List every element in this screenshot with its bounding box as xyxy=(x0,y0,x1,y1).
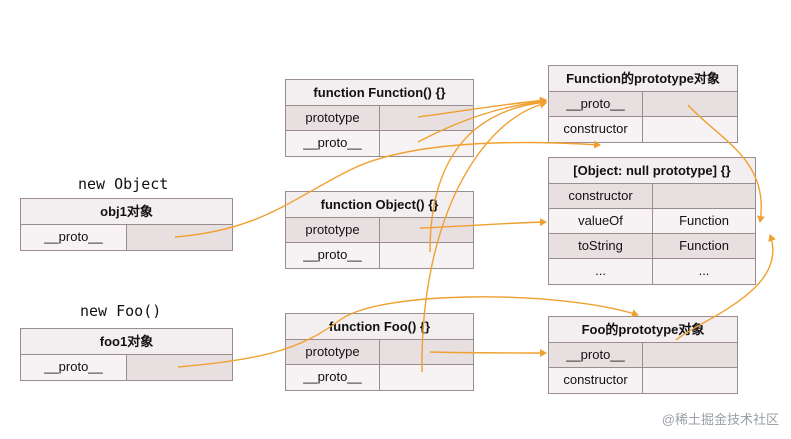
caption-new-object: new Object xyxy=(78,175,169,193)
function-foo-prototype-key: prototype xyxy=(286,340,380,364)
function-prototype-object-box: Function的prototype对象 __proto__ construct… xyxy=(548,65,738,143)
foo1-proto-value xyxy=(127,355,232,380)
foo-prototype-constructor-key: constructor xyxy=(549,368,643,393)
function-prototype-object-title: Function的prototype对象 xyxy=(549,66,737,92)
object-prototype-constructor-value xyxy=(653,184,755,208)
object-prototype-tostring-row: toString Function xyxy=(549,234,755,259)
function-object-proto-value xyxy=(380,243,473,268)
foo-prototype-proto-row: __proto__ xyxy=(549,343,737,368)
obj1-proto-key: __proto__ xyxy=(21,225,127,250)
obj1-object-title: obj1对象 xyxy=(21,199,232,225)
function-object-proto-key: __proto__ xyxy=(286,243,380,268)
function-function-proto-row: __proto__ xyxy=(286,131,473,156)
function-foo-prototype-value xyxy=(380,340,473,364)
object-prototype-valueof-row: valueOf Function xyxy=(549,209,755,234)
function-prototype-constructor-row: constructor xyxy=(549,117,737,142)
foo1-object-box: foo1对象 __proto__ xyxy=(20,328,233,381)
obj1-object-box: obj1对象 __proto__ xyxy=(20,198,233,251)
foo-prototype-constructor-row: constructor xyxy=(549,368,737,393)
function-object-proto-row: __proto__ xyxy=(286,243,473,268)
function-prototype-constructor-value xyxy=(643,117,737,142)
foo1-object-title: foo1对象 xyxy=(21,329,232,355)
object-prototype-tostring-key: toString xyxy=(549,234,653,258)
function-function-title: function Function() {} xyxy=(286,80,473,106)
watermark: @稀土掘金技术社区 xyxy=(661,412,779,427)
object-prototype-ellipsis-value: ... xyxy=(653,259,755,284)
object-prototype-constructor-key: constructor xyxy=(549,184,653,208)
object-prototype-valueof-value: Function xyxy=(653,209,755,233)
foo-prototype-object-title: Foo的prototype对象 xyxy=(549,317,737,343)
function-function-prototype-row: prototype xyxy=(286,106,473,131)
function-object-prototype-row: prototype xyxy=(286,218,473,243)
function-foo-box: function Foo() {} prototype __proto__ xyxy=(285,313,474,391)
function-foo-proto-row: __proto__ xyxy=(286,365,473,390)
function-prototype-proto-key: __proto__ xyxy=(549,92,643,116)
function-function-box: function Function() {} prototype __proto… xyxy=(285,79,474,157)
foo-prototype-proto-value xyxy=(643,343,737,367)
caption-new-foo: new Foo() xyxy=(80,302,162,320)
function-foo-prototype-row: prototype xyxy=(286,340,473,365)
function-object-prototype-key: prototype xyxy=(286,218,380,242)
function-object-prototype-value xyxy=(380,218,473,242)
obj1-proto-value xyxy=(127,225,232,250)
function-foo-proto-value xyxy=(380,365,473,390)
function-foo-proto-key: __proto__ xyxy=(286,365,380,390)
function-function-prototype-key: prototype xyxy=(286,106,380,130)
object-prototype-ellipsis-key: ... xyxy=(549,259,653,284)
function-function-prototype-value xyxy=(380,106,473,130)
foo-prototype-object-box: Foo的prototype对象 __proto__ constructor xyxy=(548,316,738,394)
function-object-title: function Object() {} xyxy=(286,192,473,218)
foo1-proto-row: __proto__ xyxy=(21,355,232,380)
foo-prototype-proto-key: __proto__ xyxy=(549,343,643,367)
object-prototype-constructor-row: constructor xyxy=(549,184,755,209)
obj1-proto-row: __proto__ xyxy=(21,225,232,250)
object-prototype-title: [Object: null prototype] {} xyxy=(549,158,755,184)
function-prototype-constructor-key: constructor xyxy=(549,117,643,142)
function-object-box: function Object() {} prototype __proto__ xyxy=(285,191,474,269)
foo1-proto-key: __proto__ xyxy=(21,355,127,380)
foo-prototype-constructor-value xyxy=(643,368,737,393)
function-function-proto-key: __proto__ xyxy=(286,131,380,156)
function-prototype-proto-value xyxy=(643,92,737,116)
function-function-proto-value xyxy=(380,131,473,156)
object-prototype-ellipsis-row: ... ... xyxy=(549,259,755,284)
function-foo-title: function Foo() {} xyxy=(286,314,473,340)
object-prototype-valueof-key: valueOf xyxy=(549,209,653,233)
object-prototype-box: [Object: null prototype] {} constructor … xyxy=(548,157,756,285)
function-prototype-proto-row: __proto__ xyxy=(549,92,737,117)
object-prototype-tostring-value: Function xyxy=(653,234,755,258)
